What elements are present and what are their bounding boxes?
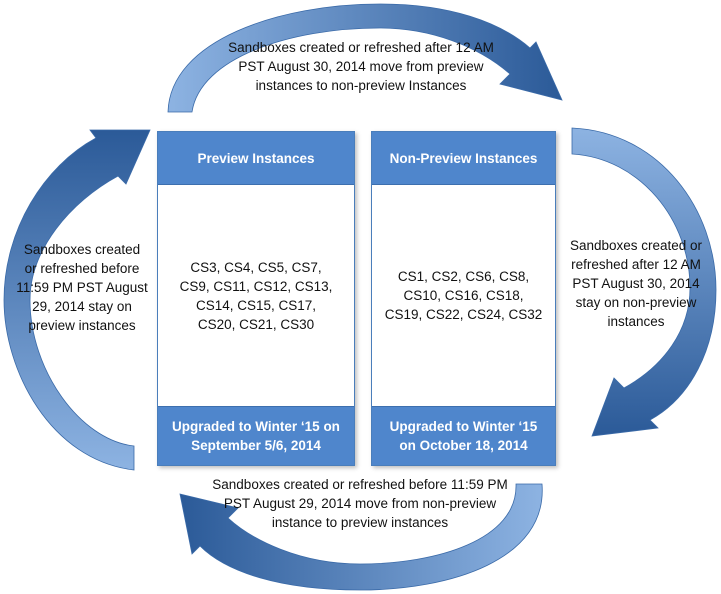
note-top-text: Sandboxes created or refreshed after 12 … bbox=[228, 40, 494, 93]
non-preview-instances-header: Non-Preview Instances bbox=[372, 132, 555, 185]
left-curved-arrow bbox=[3, 129, 151, 471]
preview-instances-title: Preview Instances bbox=[197, 150, 315, 166]
non-preview-instances-title: Non-Preview Instances bbox=[389, 150, 538, 166]
right-curved-arrow bbox=[571, 127, 717, 437]
note-left-text: Sandboxes created or refreshed before 11… bbox=[16, 242, 148, 333]
note-bottom-text: Sandboxes created or refreshed before 11… bbox=[212, 477, 508, 530]
non-preview-upgrade-text: Upgraded to Winter ‘15 on October 18, 20… bbox=[389, 419, 538, 453]
non-preview-upgrade-footer: Upgraded to Winter ‘15 on October 18, 20… bbox=[372, 406, 555, 465]
preview-instances-list: CS3, CS4, CS5, CS7, CS9, CS11, CS12, CS1… bbox=[179, 259, 333, 332]
bottom-curved-arrow bbox=[179, 483, 543, 591]
non-preview-instances-panel: Non-Preview Instances CS1, CS2, CS6, CS8… bbox=[371, 131, 556, 466]
preview-upgrade-footer: Upgraded to Winter ‘15 on September 5/6,… bbox=[158, 406, 354, 465]
note-right: Sandboxes created or refreshed after 12 … bbox=[562, 236, 710, 331]
preview-instances-header: Preview Instances bbox=[158, 132, 354, 185]
note-left: Sandboxes created or refreshed before 11… bbox=[16, 240, 148, 335]
non-preview-instances-body: CS1, CS2, CS6, CS8, CS10, CS16, CS18, CS… bbox=[372, 184, 555, 407]
non-preview-instances-list: CS1, CS2, CS6, CS8, CS10, CS16, CS18, CS… bbox=[384, 269, 543, 322]
preview-upgrade-text: Upgraded to Winter ‘15 on September 5/6,… bbox=[172, 419, 340, 453]
preview-instances-body: CS3, CS4, CS5, CS7, CS9, CS11, CS12, CS1… bbox=[158, 184, 354, 407]
preview-instances-panel: Preview Instances CS3, CS4, CS5, CS7, CS… bbox=[157, 131, 355, 466]
note-bottom: Sandboxes created or refreshed before 11… bbox=[210, 475, 510, 532]
note-right-text: Sandboxes created or refreshed after 12 … bbox=[569, 238, 703, 329]
note-top: Sandboxes created or refreshed after 12 … bbox=[222, 38, 500, 95]
top-curved-arrow bbox=[167, 3, 563, 113]
